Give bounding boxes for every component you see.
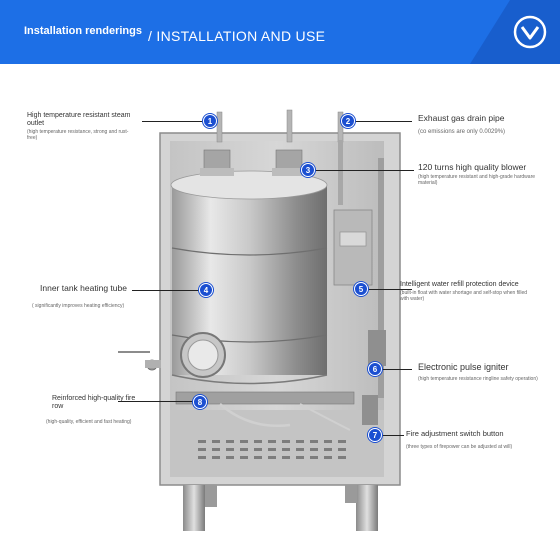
perforated-base [198, 440, 346, 459]
callout-detail-2: (co emissions are only 0.0029%) [418, 128, 506, 135]
header-banner: Installation renderings / INSTALLATION A… [0, 0, 560, 64]
leader-line-6 [376, 369, 412, 370]
callout-label-6: Electronic pulse igniter (high temperatu… [418, 362, 548, 383]
callout-title-1: High temperature resistant steam outlet [27, 112, 131, 128]
callout-label-2: Exhaust gas drain pipe (co emissions are… [418, 113, 548, 136]
callout-marker-3: 3 [301, 163, 315, 177]
leader-line-7 [376, 435, 404, 436]
callout-title-5: Intelligent water refill protection devi… [400, 281, 519, 288]
callout-label-8: Reinforced high-quality fire row (high-q… [46, 395, 147, 426]
leg-back-left [205, 485, 217, 507]
callout-marker-5: 5 [354, 282, 368, 296]
callout-marker-1: 1 [203, 114, 217, 128]
steam-outlet-pipe [216, 111, 223, 143]
callout-detail-4: ( significantly improves heating efficie… [32, 302, 125, 309]
callout-title-8: Reinforced high-quality fire row [52, 395, 136, 411]
leader-line-3 [310, 170, 414, 171]
header-title: Installation renderings [24, 25, 142, 37]
leader-line-5 [362, 289, 412, 290]
callout-title-3: 120 turns high quality blower [418, 162, 527, 172]
callout-title-4: Inner tank heating tube [40, 283, 127, 293]
callout-detail-7: (three types of firepower can be adjuste… [406, 443, 513, 450]
callout-marker-8: 8 [193, 395, 207, 409]
callout-marker-2: 2 [341, 114, 355, 128]
callout-label-7: Fire adjustment switch button (three typ… [406, 429, 536, 450]
callout-detail-6: (high temperature resistance ringline sa… [418, 376, 538, 383]
leader-line-4 [132, 290, 206, 291]
blower-housing [333, 209, 373, 286]
callout-title-2: Exhaust gas drain pipe [418, 113, 505, 123]
callout-title-6: Electronic pulse igniter [418, 362, 509, 372]
leader-line-1 [142, 121, 210, 122]
callout-marker-6: 6 [368, 362, 382, 376]
leader-line-8 [118, 401, 198, 402]
callout-marker-7: 7 [368, 428, 382, 442]
leg-back-right [345, 485, 357, 503]
leg-front-right [356, 485, 378, 531]
center-pipe [286, 109, 293, 143]
control-panel [378, 158, 384, 398]
callout-label-5: Intelligent water refill protection devi… [400, 281, 530, 303]
callout-detail-1: (high temperature resistance, strong and… [27, 129, 129, 141]
fire-row [175, 391, 355, 405]
callout-title-7: Fire adjustment switch button [406, 429, 504, 438]
chevron-down-circle-icon [470, 0, 560, 64]
leg-front-left [183, 485, 205, 531]
leader-line-2 [348, 121, 412, 122]
callout-detail-3: (high temperature resistant and high-gra… [418, 173, 536, 186]
callout-label-1: High temperature resistant steam outlet … [27, 112, 137, 142]
callout-marker-4: 4 [199, 283, 213, 297]
callout-label-4: Inner tank heating tube ( significantly … [32, 283, 135, 310]
callout-detail-8: (high-quality, efficient and fast heatin… [46, 419, 132, 426]
callout-label-3: 120 turns high quality blower (high temp… [418, 162, 548, 186]
header-subtitle: / INSTALLATION AND USE [148, 28, 326, 44]
callout-detail-5: (built-in float with water shortage and … [400, 290, 528, 302]
